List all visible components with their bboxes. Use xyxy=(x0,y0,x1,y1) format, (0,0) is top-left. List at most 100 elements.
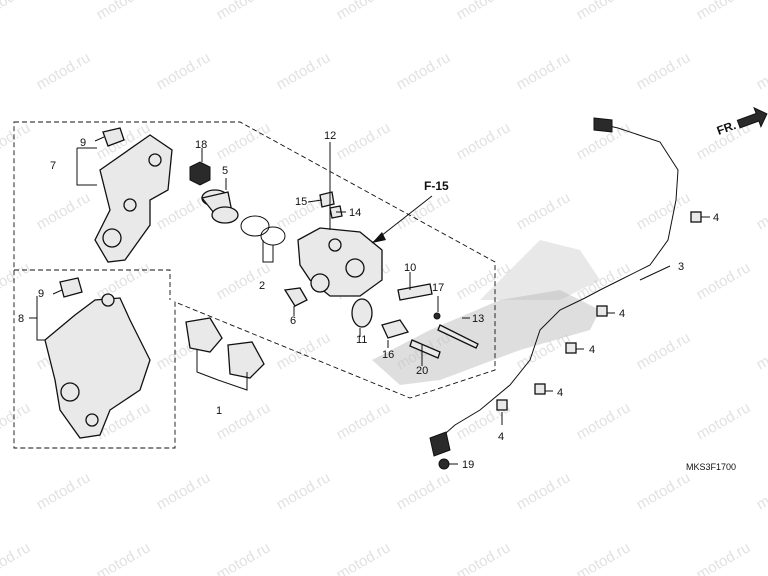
watermark-text: motod.ru xyxy=(154,49,214,93)
callout-11: 11 xyxy=(356,334,367,346)
watermark-text: motod.ru xyxy=(334,119,394,163)
nut-18 xyxy=(189,161,211,186)
watermark-text: motod.ru xyxy=(694,259,754,303)
watermark-text: motod.ru xyxy=(274,469,334,513)
pin-10 xyxy=(397,283,433,301)
callout-9b: 9 xyxy=(38,288,44,300)
assembly-outline xyxy=(13,121,496,449)
watermark-text: motod.ru xyxy=(394,469,454,513)
watermark-text: motod.ru xyxy=(754,469,768,513)
arrow-head-f15 xyxy=(372,232,386,243)
pad-spring-6 xyxy=(283,287,308,307)
watermark-text: motod.ru xyxy=(34,49,94,93)
callout-1: 1 xyxy=(216,405,222,417)
watermark-text: motod.ru xyxy=(634,189,694,233)
watermark-text: motod.ru xyxy=(754,329,768,373)
callout-19: 19 xyxy=(462,459,474,471)
seal-2a xyxy=(240,215,270,237)
watermark-text: motod.ru xyxy=(334,399,394,443)
bracket-divider xyxy=(14,269,171,300)
callout-3: 3 xyxy=(678,261,684,273)
callout-16: 16 xyxy=(382,349,394,361)
pad-1a xyxy=(185,317,223,353)
watermark-text: motod.ru xyxy=(694,399,754,443)
callout-10: 10 xyxy=(404,262,416,274)
callout-12: 12 xyxy=(324,130,336,142)
pin-13 xyxy=(437,324,479,349)
callout-13: 13 xyxy=(472,313,484,325)
retainer-clip-lower xyxy=(59,277,83,298)
clamp-4a xyxy=(690,211,702,223)
clamp-4b xyxy=(596,305,608,317)
sensor-cable-3 xyxy=(437,123,679,441)
watermark-text: motod.ru xyxy=(514,469,574,513)
clamp-4e xyxy=(496,399,508,411)
clamp-4c xyxy=(565,342,577,354)
seal-2b xyxy=(260,226,286,246)
watermark-text: motod.ru xyxy=(214,539,274,576)
callout-8: 8 xyxy=(18,313,24,325)
callout-6: 6 xyxy=(290,315,296,327)
watermark-text: motod.ru xyxy=(34,189,94,233)
boot-11 xyxy=(351,298,373,328)
callout-4a: 4 xyxy=(713,212,719,224)
watermark-text: motod.ru xyxy=(0,119,33,163)
watermark-text: motod.ru xyxy=(154,469,214,513)
front-direction-label: FR. xyxy=(715,118,738,138)
caliper-bracket-upper xyxy=(94,134,173,263)
sensor-tip xyxy=(429,431,451,457)
callout-5: 5 xyxy=(222,165,228,177)
clip-17 xyxy=(433,312,441,320)
watermark-text: motod.ru xyxy=(574,539,634,576)
watermark-text: motod.ru xyxy=(634,49,694,93)
bolt-20 xyxy=(409,339,441,359)
watermark-text: motod.ru xyxy=(0,0,33,23)
watermark-text: motod.ru xyxy=(454,119,514,163)
watermark-text: motod.ru xyxy=(94,539,154,576)
watermark-text: motod.ru xyxy=(634,469,694,513)
callout-18: 18 xyxy=(195,139,207,151)
bolt-19 xyxy=(438,458,450,470)
callout-9a: 9 xyxy=(80,137,86,149)
watermark-text: motod.ru xyxy=(214,119,274,163)
retainer-clip-upper xyxy=(102,127,125,147)
diagram-title: F-15 xyxy=(424,179,449,193)
watermark-text: motod.ru xyxy=(0,259,33,303)
watermark-text: motod.ru xyxy=(334,539,394,576)
pad-1b xyxy=(227,341,265,379)
watermark-text: motod.ru xyxy=(694,0,754,23)
watermark-text: motod.ru xyxy=(94,0,154,23)
callout-17: 17 xyxy=(432,282,444,294)
watermark-text: motod.ru xyxy=(214,0,274,23)
callout-4b: 4 xyxy=(619,308,625,320)
watermark-text: motod.ru xyxy=(214,399,274,443)
connector-top xyxy=(593,117,613,133)
watermark-text: motod.ru xyxy=(694,539,754,576)
diagram-code: MKS3F1700 xyxy=(686,462,736,472)
watermark-text: motod.ru xyxy=(634,329,694,373)
front-arrow xyxy=(736,106,768,129)
caliper-body-12 xyxy=(297,227,383,297)
piston-5 xyxy=(200,189,239,224)
watermark-text: motod.ru xyxy=(754,49,768,93)
pin-16 xyxy=(381,319,410,339)
watermark-text: motod.ru xyxy=(34,469,94,513)
watermark-text: motod.ru xyxy=(334,0,394,23)
watermark-text: motod.ru xyxy=(454,539,514,576)
callout-15: 15 xyxy=(295,196,307,208)
watermark-text: motod.ru xyxy=(514,189,574,233)
watermark-text: motod.ru xyxy=(454,0,514,23)
hatch-background xyxy=(372,240,600,385)
callout-4c: 4 xyxy=(589,344,595,356)
callout-7: 7 xyxy=(50,160,56,172)
bleeder-15 xyxy=(319,191,335,208)
callout-2: 2 xyxy=(259,280,265,292)
watermark-text: motod.ru xyxy=(0,539,33,576)
caliper-bracket-lower xyxy=(44,293,151,439)
watermark-text: motod.ru xyxy=(574,399,634,443)
watermark-text: motod.ru xyxy=(274,49,334,93)
callout-14: 14 xyxy=(349,207,361,219)
watermark-text: motod.ru xyxy=(514,49,574,93)
leader-lines xyxy=(29,136,710,465)
